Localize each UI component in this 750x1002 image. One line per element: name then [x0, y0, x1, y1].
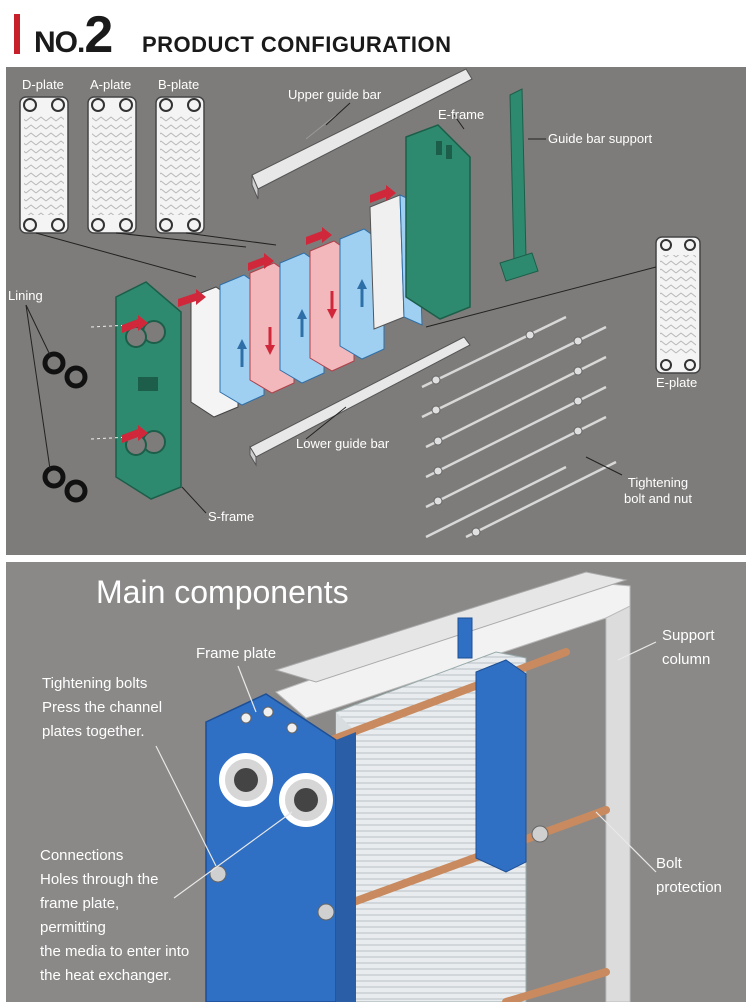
s-frame-shape	[115, 281, 182, 500]
a-plate-shape	[87, 96, 137, 234]
e-plate-shape	[655, 236, 701, 374]
tightening-bolt-label: Tightening bolt and nut	[624, 475, 692, 506]
pressure-plate-shape	[457, 617, 527, 873]
d-plate-label: D-plate	[22, 77, 64, 92]
configuration-illustration	[19, 68, 701, 539]
lower-guide-bar-shape	[249, 336, 471, 467]
main-components-illustration	[155, 571, 657, 1002]
tightening-bolts-label: Tightening bolts Press the channel plate…	[42, 675, 163, 740]
connections-label: Connections Holes through the frame plat…	[40, 847, 190, 984]
section-title: PRODUCT CONFIGURATION	[142, 32, 452, 57]
frame-plate-label: Frame plate	[196, 645, 277, 662]
guide-bar-support-shape	[499, 88, 539, 282]
configuration-diagram: D-plate A-plate B-plate Upper guide bar …	[6, 67, 746, 555]
b-plate-label: B-plate	[158, 77, 200, 92]
e-frame-shape	[405, 124, 471, 320]
section-number: NO.2	[34, 6, 113, 64]
d-plate-shape	[19, 96, 69, 234]
main-components-diagram: Main components Frame plate Support colu…	[6, 562, 746, 1002]
b-plate-shape	[155, 96, 205, 234]
bolt-protection-label: Bolt protection	[656, 855, 722, 896]
accent-bar	[14, 14, 20, 54]
plate-stack	[122, 185, 423, 443]
upper-guide-bar-shape	[251, 68, 473, 200]
lining-rings	[42, 351, 88, 503]
components-title: Main components	[96, 574, 349, 610]
s-frame-label: S-frame	[208, 509, 255, 524]
a-plate-label: A-plate	[90, 77, 132, 92]
support-column-shape	[274, 571, 631, 1002]
upper-guide-bar-label: Upper guide bar	[288, 87, 382, 102]
lining-label: Lining	[8, 288, 43, 303]
lower-guide-bar-label: Lower guide bar	[296, 436, 390, 451]
page-header: NO.2 PRODUCT CONFIGURATION	[0, 0, 750, 66]
e-plate-label: E-plate	[656, 375, 698, 390]
support-column-label: Support column	[662, 627, 715, 668]
frame-plate-shape	[205, 693, 549, 1002]
guide-bar-support-label: Guide bar support	[548, 131, 653, 146]
e-frame-label: E-frame	[438, 107, 485, 122]
